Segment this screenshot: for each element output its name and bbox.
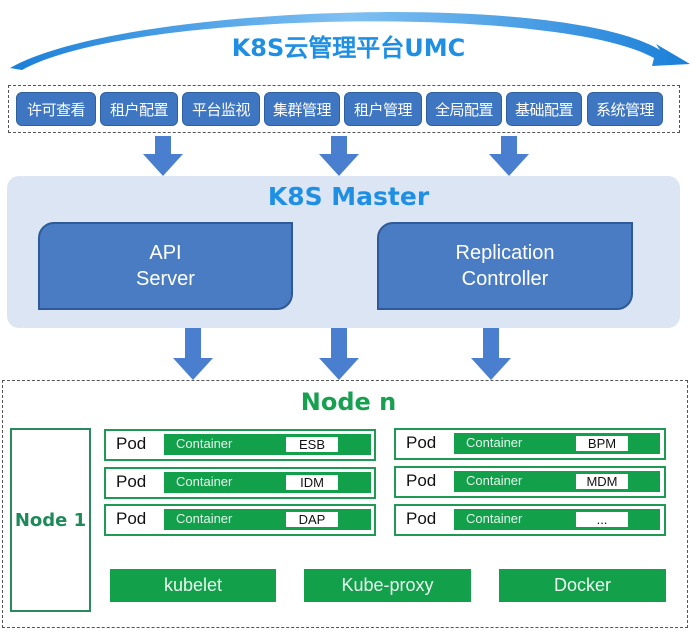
pod-label: Pod [116, 434, 147, 453]
pod-dap[interactable]: Pod Container DAP [104, 504, 376, 536]
docker-box[interactable]: Docker [499, 569, 666, 602]
container-label: Container [176, 511, 233, 526]
container-idm: Container IDM [164, 472, 371, 493]
node-n-title: Node n [300, 388, 397, 416]
container-label: Container [466, 511, 523, 526]
container-label: Container [466, 435, 523, 450]
kubelet-box[interactable]: kubelet [110, 569, 276, 602]
menu-bar [8, 85, 680, 133]
service-dap: DAP [286, 512, 338, 527]
pod-label: Pod [406, 509, 437, 528]
service-esb: ESB [286, 437, 338, 452]
down-arrow-icon [489, 136, 529, 176]
down-arrow-icon [173, 328, 213, 380]
menu-tenant-config[interactable]: 租户配置 [100, 92, 178, 126]
container-more: Container ... [454, 509, 660, 530]
pod-esb[interactable]: Pod Container ESB [104, 429, 376, 461]
node-1-box[interactable]: Node 1 [10, 428, 91, 612]
replication-controller-line2: Controller [461, 268, 549, 290]
pod-label: Pod [406, 433, 437, 452]
pod-idm[interactable]: Pod Container IDM [104, 467, 376, 499]
down-arrow-icon [471, 328, 511, 380]
container-label: Container [176, 474, 233, 489]
menu-platform-monitor[interactable]: 平台监视 [182, 92, 260, 126]
api-server-box[interactable]: API Server [38, 222, 293, 310]
pod-bpm[interactable]: Pod Container BPM [394, 428, 666, 460]
pod-label: Pod [406, 471, 437, 490]
menu-system-management[interactable]: 系统管理 [587, 92, 663, 126]
menu-cluster-management[interactable]: 集群管理 [264, 92, 340, 126]
platform-title: K8S云管理平台UMC [231, 34, 466, 62]
container-esb: Container ESB [164, 434, 371, 455]
pod-mdm[interactable]: Pod Container MDM [394, 466, 666, 498]
replication-controller-line1: Replication [455, 242, 555, 264]
api-server-line1: API [149, 242, 182, 264]
menu-license-view[interactable]: 许可查看 [16, 92, 96, 126]
down-arrow-icon [319, 328, 359, 380]
service-more: ... [576, 512, 628, 527]
menu-basic-config[interactable]: 基础配置 [506, 92, 582, 126]
api-server-line2: Server [136, 268, 195, 290]
kube-proxy-box[interactable]: Kube-proxy [304, 569, 471, 602]
pod-label: Pod [116, 472, 147, 491]
menu-tenant-management[interactable]: 租户管理 [344, 92, 422, 126]
menu-global-config[interactable]: 全局配置 [426, 92, 502, 126]
service-bpm: BPM [576, 436, 628, 451]
service-idm: IDM [286, 475, 338, 490]
master-title: K8S Master [267, 182, 430, 211]
container-mdm: Container MDM [454, 471, 660, 492]
node-1-label: Node 1 [14, 509, 87, 531]
pod-more[interactable]: Pod Container ... [394, 504, 666, 536]
node-n-frame [2, 380, 688, 628]
down-arrow-icon [319, 136, 359, 176]
down-arrow-icon [143, 136, 183, 176]
container-dap: Container DAP [164, 509, 371, 530]
container-label: Container [466, 473, 523, 488]
service-mdm: MDM [576, 474, 628, 489]
pod-label: Pod [116, 509, 147, 528]
container-bpm: Container BPM [454, 433, 660, 454]
curved-arrow-icon [10, 12, 690, 70]
container-label: Container [176, 436, 233, 451]
